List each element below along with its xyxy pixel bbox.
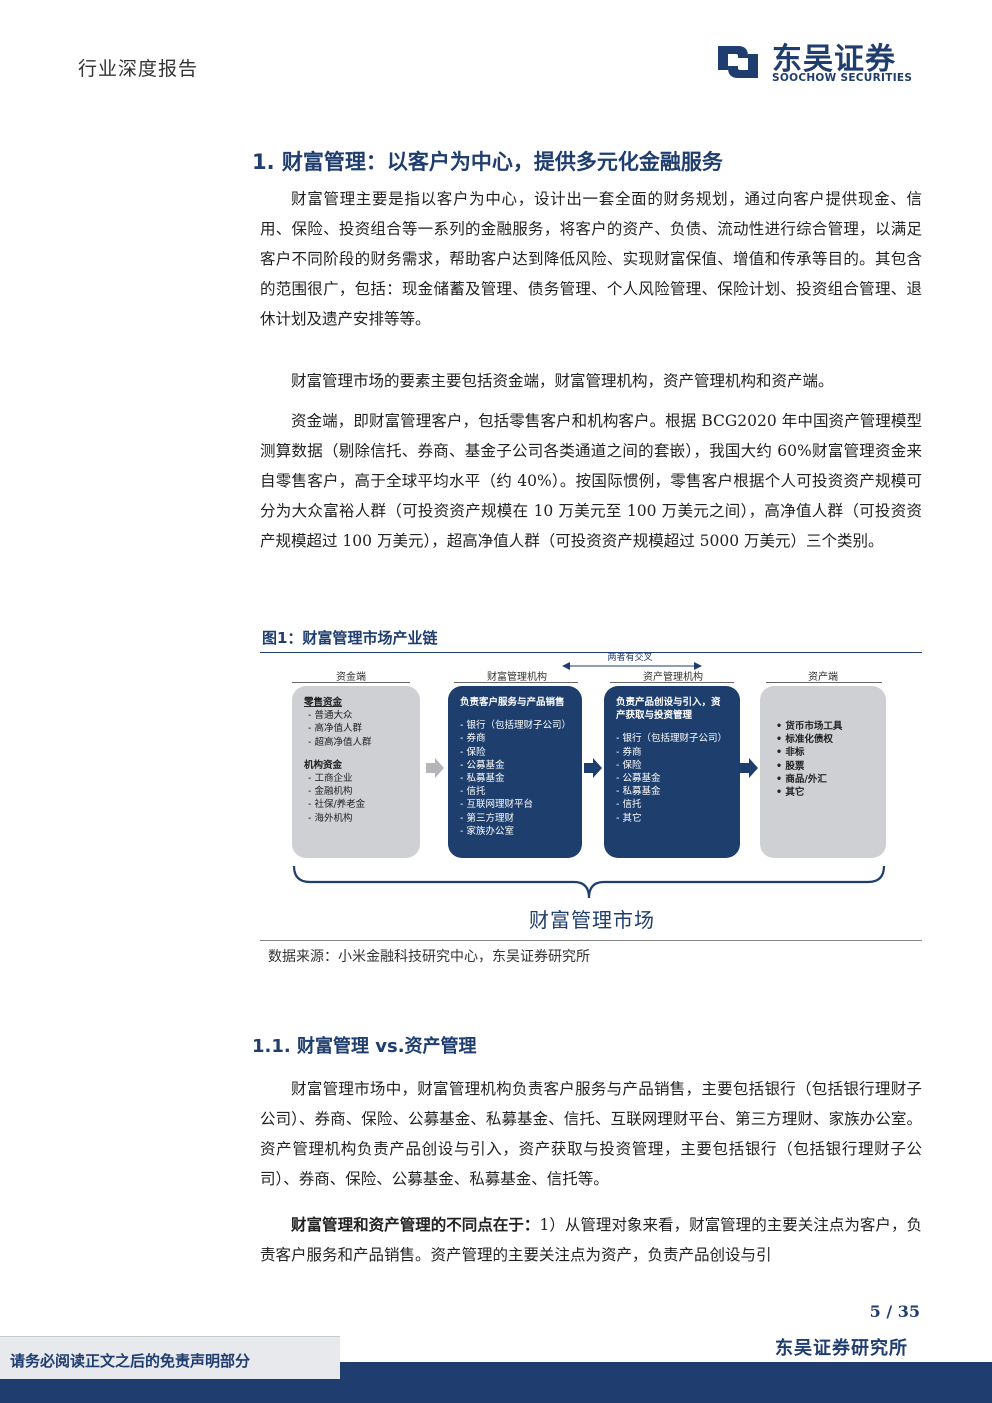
bold-lead-in: 财富管理和资产管理的不同点在于： xyxy=(291,1215,540,1234)
list-item: - 高净值人群 xyxy=(308,723,362,735)
section-1-1-title: 1.1. 财富管理 vs.资产管理 xyxy=(252,1036,477,1057)
list-item: - 银行（包括理财子公司） xyxy=(460,720,571,732)
retail-funds-title: 零售资金 xyxy=(304,697,343,708)
figure-top-rule xyxy=(260,652,922,653)
arrow-right-icon xyxy=(740,758,758,778)
list-item: - 第三方理财 xyxy=(460,812,514,824)
list-item: • 商品/外汇 xyxy=(776,773,827,785)
assets-box: • 货币市场工具 • 标准化债权 • 非标 • 股票 • 商品/外汇 • 其它 xyxy=(760,686,886,858)
list-item: • 非标 xyxy=(776,747,805,759)
logo-text-cn: 东吴证券 xyxy=(772,42,896,77)
list-item: - 公募基金 xyxy=(460,759,505,771)
funds-box: 零售资金 - 普通大众 - 高净值人群 - 超高净值人群 机构资金 - 工商企业… xyxy=(292,686,420,858)
list-item: - 工商企业 xyxy=(308,773,353,785)
list-item: - 券商 xyxy=(460,733,486,745)
list-item: - 保险 xyxy=(616,759,642,771)
list-item: • 货币市场工具 xyxy=(776,721,843,732)
crossover-label: 两者有交叉 xyxy=(607,653,653,663)
column-head-asset-mgmt: 资产管理机构 xyxy=(643,672,703,683)
asset-management-box: 负责产品创设与引入，资产获取与投资管理 - 银行（包括理财子公司） - 券商 -… xyxy=(604,686,740,858)
list-item: - 公募基金 xyxy=(616,773,661,785)
disclaimer-box xyxy=(0,1336,340,1379)
page-number: 5 / 35 xyxy=(869,1302,920,1321)
list-item: - 信托 xyxy=(460,786,486,798)
value-chain-diagram: 资金端 财富管理机构 资产管理机构 资产端 两者有交叉 零售资金 - 普通大众 … xyxy=(262,652,922,940)
section-1-1-paragraph-2: 财富管理和资产管理的不同点在于：1）从管理对象来看，财富管理的主要关注点为客户，… xyxy=(260,1210,922,1270)
list-item: - 家族办公室 xyxy=(460,825,514,837)
list-item: - 金融机构 xyxy=(308,786,353,798)
soochow-logo-icon xyxy=(718,46,758,78)
list-item: • 股票 xyxy=(776,760,805,772)
list-item: - 券商 xyxy=(616,746,642,758)
figure-1-title: 图1：财富管理市场产业链 xyxy=(262,629,438,647)
section-1-1-paragraph-1: 财富管理市场中，财富管理机构负责客户服务与产品销售，主要包括银行（包括银行理财子… xyxy=(260,1080,922,1188)
list-item: • 标准化债权 xyxy=(776,734,833,746)
list-item: - 保险 xyxy=(460,746,486,758)
list-item: - 互联网理财平台 xyxy=(460,799,533,811)
column-head-rule xyxy=(766,682,882,683)
paragraph-text: 1）从管理对象来看，财富管理的主要关注点为客户，负责客户服务和产品销售。资产管理… xyxy=(260,1216,922,1264)
arrow-right-icon xyxy=(426,758,444,778)
column-head-rule xyxy=(454,682,578,683)
list-item: • 其它 xyxy=(776,787,805,799)
asset-management-heading: 负责产品创设与引入，资产获取与投资管理 xyxy=(616,697,721,722)
list-item: - 私募基金 xyxy=(460,773,505,785)
figure-bottom-rule xyxy=(260,940,922,941)
section-1-paragraph-3: 资金端，即财富管理客户，包括零售客户和机构客户。根据 BCG2020 年中国资产… xyxy=(260,412,922,550)
list-item: - 超高净值人群 xyxy=(308,736,372,748)
list-item: - 私募基金 xyxy=(616,786,661,798)
figure-1-source: 数据来源：小米金融科技研究中心，东吴证券研究所 xyxy=(268,949,590,965)
wealth-market-label: 财富管理市场 xyxy=(529,908,655,932)
institutional-funds-title: 机构资金 xyxy=(304,759,343,771)
column-head-wealth: 财富管理机构 xyxy=(487,672,547,683)
column-head-assets: 资产端 xyxy=(808,672,838,683)
double-arrow-icon xyxy=(562,662,702,670)
logo-text-en: SOOCHOW SECURITIES xyxy=(772,72,913,84)
column-head-rule xyxy=(292,682,410,683)
list-item: - 其它 xyxy=(616,812,642,824)
section-1-paragraph-2: 财富管理市场的要素主要包括资金端，财富管理机构，资产管理机构和资产端。 xyxy=(291,372,834,390)
brand-logo: 东吴证券 SOOCHOW SECURITIES xyxy=(712,32,922,92)
brace-icon xyxy=(292,865,886,899)
section-1-title: 1. 财富管理：以客户为中心，提供多元化金融服务 xyxy=(252,150,723,174)
section-1-paragraph-1: 财富管理主要是指以客户为中心，设计出一套全面的财务规划，通过向客户提供现金、信用… xyxy=(260,190,922,328)
arrow-right-icon xyxy=(584,758,602,778)
column-head-rule xyxy=(610,682,734,683)
list-item: - 普通大众 xyxy=(308,710,353,722)
list-item: - 银行（包括理财子公司） xyxy=(616,733,727,745)
wealth-management-heading: 负责客户服务与产品销售 xyxy=(460,697,565,708)
list-item: - 社保/养老金 xyxy=(308,799,366,811)
footer-org-name: 东吴证券研究所 xyxy=(775,1338,908,1359)
disclaimer-link[interactable]: 请务必阅读正文之后的免责声明部分 xyxy=(10,1352,251,1370)
wealth-management-box: 负责客户服务与产品销售 - 银行（包括理财子公司） - 券商 - 保险 - 公募… xyxy=(448,686,582,858)
report-type-label: 行业深度报告 xyxy=(78,58,199,80)
column-head-funds: 资金端 xyxy=(336,672,366,683)
list-item: - 信托 xyxy=(616,799,642,811)
list-item: - 海外机构 xyxy=(308,812,353,824)
